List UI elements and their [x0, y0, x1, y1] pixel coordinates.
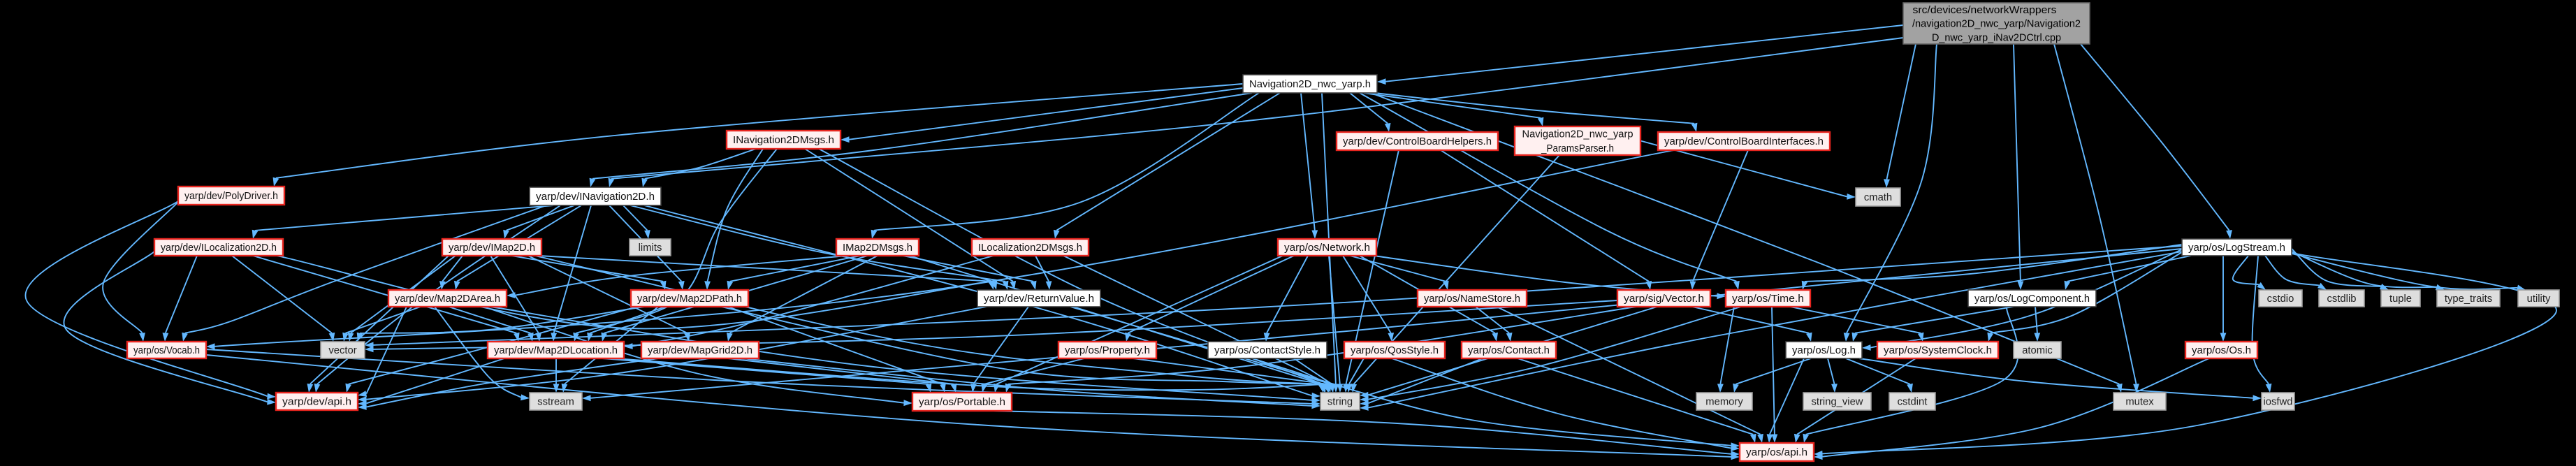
svg-text:ILocalization2DMsgs.h: ILocalization2DMsgs.h: [978, 242, 1082, 254]
svg-text:cmath: cmath: [1864, 192, 1892, 203]
svg-text:yarp/os/api.h: yarp/os/api.h: [1746, 447, 1807, 458]
svg-text:string_view: string_view: [1811, 397, 1863, 408]
svg-text:INavigation2DMsgs.h: INavigation2DMsgs.h: [733, 135, 834, 146]
svg-text:yarp/os/Log.h: yarp/os/Log.h: [1792, 345, 1856, 356]
svg-text:tuple: tuple: [2389, 293, 2412, 305]
svg-text:_ParamsParser.h: _ParamsParser.h: [1541, 143, 1614, 154]
svg-text:utility: utility: [2527, 293, 2551, 305]
svg-text:mutex: mutex: [2125, 397, 2154, 408]
svg-text:yarp/os/Property.h: yarp/os/Property.h: [1065, 345, 1150, 356]
svg-text:yarp/os/Contact.h: yarp/os/Contact.h: [1468, 345, 1550, 356]
svg-text:vector: vector: [328, 345, 356, 356]
svg-text:IMap2DMsgs.h: IMap2DMsgs.h: [843, 242, 912, 254]
svg-text:D_nwc_yarp_iNav2DCtrl.cpp: D_nwc_yarp_iNav2DCtrl.cpp: [1932, 32, 2061, 43]
svg-text:/navigation2D_nwc_yarp/Navigat: /navigation2D_nwc_yarp/Navigation2: [1912, 19, 2081, 30]
svg-text:type_traits: type_traits: [2445, 293, 2492, 305]
svg-text:yarp/dev/Map2DLocation.h: yarp/dev/Map2DLocation.h: [494, 345, 618, 356]
svg-text:yarp/os/Network.h: yarp/os/Network.h: [1284, 242, 1370, 254]
svg-text:Navigation2D_nwc_yarp.h: Navigation2D_nwc_yarp.h: [1249, 79, 1371, 90]
svg-text:yarp/dev/api.h: yarp/dev/api.h: [282, 397, 351, 408]
svg-text:yarp/dev/Map2DPath.h: yarp/dev/Map2DPath.h: [637, 293, 742, 305]
svg-text:src/devices/networkWrappers: src/devices/networkWrappers: [1913, 5, 2057, 16]
svg-text:yarp/dev/Map2DArea.h: yarp/dev/Map2DArea.h: [395, 293, 500, 305]
svg-text:Navigation2D_nwc_yarp: Navigation2D_nwc_yarp: [1522, 129, 1633, 140]
svg-text:yarp/os/Os.h: yarp/os/Os.h: [2192, 345, 2251, 356]
svg-text:yarp/dev/ControlBoardHelpers.h: yarp/dev/ControlBoardHelpers.h: [1343, 136, 1492, 147]
svg-text:yarp/os/LogStream.h: yarp/os/LogStream.h: [2188, 242, 2285, 254]
svg-text:atomic: atomic: [2022, 345, 2053, 356]
svg-text:yarp/sig/Vector.h: yarp/sig/Vector.h: [1624, 293, 1704, 305]
svg-text:sstream: sstream: [537, 397, 574, 408]
svg-text:yarp/os/ContactStyle.h: yarp/os/ContactStyle.h: [1214, 345, 1320, 356]
svg-text:yarp/os/LogComponent.h: yarp/os/LogComponent.h: [1974, 293, 2090, 305]
svg-text:cstdint: cstdint: [1898, 397, 1928, 408]
svg-text:yarp/dev/MapGrid2D.h: yarp/dev/MapGrid2D.h: [648, 345, 752, 356]
svg-text:yarp/dev/ILocalization2D.h: yarp/dev/ILocalization2D.h: [161, 242, 277, 254]
svg-text:yarp/dev/INavigation2D.h: yarp/dev/INavigation2D.h: [536, 191, 655, 203]
svg-text:yarp/os/SystemClock.h: yarp/os/SystemClock.h: [1884, 345, 1992, 356]
svg-text:yarp/dev/IMap2D.h: yarp/dev/IMap2D.h: [449, 242, 535, 254]
svg-text:iosfwd: iosfwd: [2264, 397, 2293, 408]
svg-text:cstdio: cstdio: [2267, 293, 2294, 305]
svg-text:yarp/dev/PolyDriver.h: yarp/dev/PolyDriver.h: [184, 191, 278, 202]
svg-text:limits: limits: [639, 242, 662, 254]
svg-text:yarp/os/Time.h: yarp/os/Time.h: [1732, 293, 1804, 305]
svg-text:yarp/dev/ControlBoardInterface: yarp/dev/ControlBoardInterfaces.h: [1664, 136, 1824, 147]
svg-text:cstdlib: cstdlib: [2327, 293, 2357, 305]
svg-text:yarp/os/Vocab.h: yarp/os/Vocab.h: [133, 345, 200, 356]
svg-text:yarp/os/QosStyle.h: yarp/os/QosStyle.h: [1351, 345, 1439, 356]
svg-text:yarp/os/NameStore.h: yarp/os/NameStore.h: [1424, 293, 1520, 305]
svg-text:yarp/dev/ReturnValue.h: yarp/dev/ReturnValue.h: [984, 293, 1094, 305]
svg-text:yarp/os/Portable.h: yarp/os/Portable.h: [919, 397, 1005, 408]
svg-text:string: string: [1327, 397, 1353, 408]
svg-text:memory: memory: [1705, 397, 1743, 408]
